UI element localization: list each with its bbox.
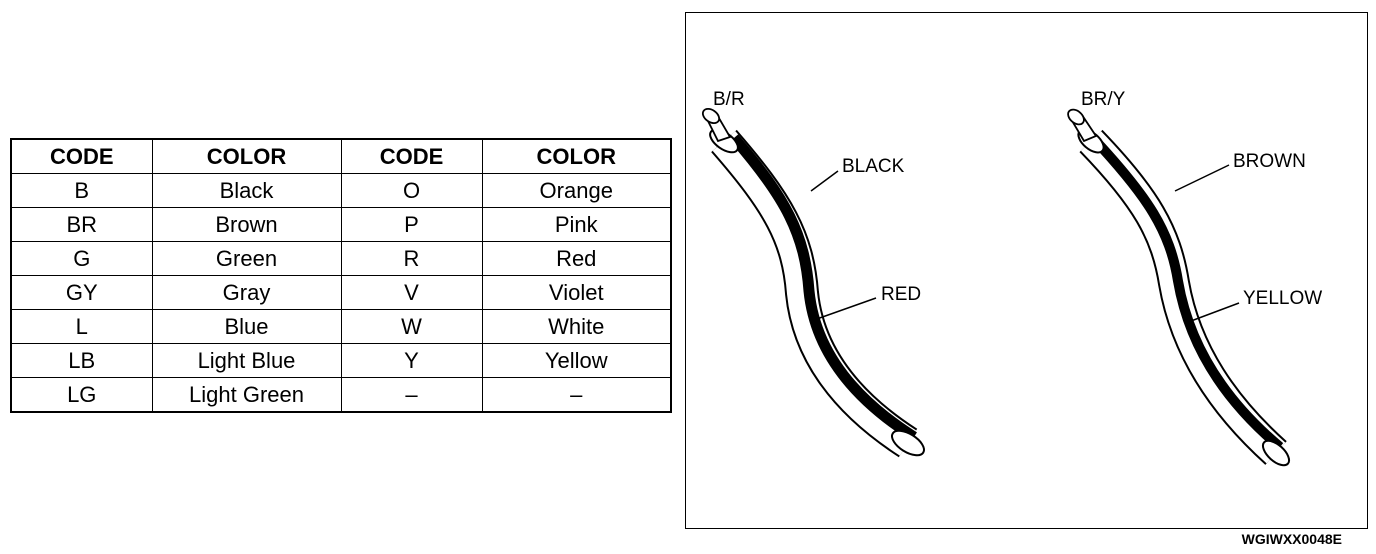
color-cell: White bbox=[481, 309, 672, 344]
color-cell: Pink bbox=[481, 207, 672, 242]
leader-red bbox=[813, 297, 877, 321]
leader-yellow bbox=[1190, 302, 1240, 322]
color-cell: – bbox=[481, 377, 672, 413]
header-code-1: CODE bbox=[10, 138, 153, 174]
color-cell: Red bbox=[481, 241, 672, 276]
code-cell: Y bbox=[340, 343, 483, 378]
code-cell: R bbox=[340, 241, 483, 276]
code-cell: LG bbox=[10, 377, 153, 413]
color-cell: Green bbox=[151, 241, 342, 276]
wire1-base-label: BLACK bbox=[842, 156, 905, 177]
code-cell: B bbox=[10, 173, 153, 208]
code-cell: LB bbox=[10, 343, 153, 378]
color-cell: Light Blue bbox=[151, 343, 342, 378]
table-row: LG Light Green – – bbox=[10, 377, 672, 413]
leader-black bbox=[810, 170, 839, 192]
leader-brown bbox=[1174, 164, 1230, 192]
figure-reference-id: WGIWXX0048E bbox=[1241, 531, 1342, 547]
wire-illustration: B/R BLACK RED BR/Y BROWN YELLOW bbox=[701, 89, 1322, 467]
table-row: LB Light Blue Y Yellow bbox=[10, 343, 672, 378]
code-cell: W bbox=[340, 309, 483, 344]
wire1-stripe-label: RED bbox=[881, 284, 921, 305]
wire-brown-yellow bbox=[1067, 108, 1291, 467]
header-code-2: CODE bbox=[340, 138, 483, 174]
color-cell: Orange bbox=[481, 173, 672, 208]
wire1-code-label: B/R bbox=[713, 89, 745, 110]
color-cell: Black bbox=[151, 173, 342, 208]
color-cell: Blue bbox=[151, 309, 342, 344]
header-color-1: COLOR bbox=[151, 138, 342, 174]
wire2-code-label: BR/Y bbox=[1081, 89, 1126, 110]
code-cell: BR bbox=[10, 207, 153, 242]
code-cell: O bbox=[340, 173, 483, 208]
code-cell: – bbox=[340, 377, 483, 413]
code-cell: L bbox=[10, 309, 153, 344]
table-header-row: CODE COLOR CODE COLOR bbox=[10, 138, 672, 174]
table-row: BR Brown P Pink bbox=[10, 207, 672, 242]
wire2-base-label: BROWN bbox=[1233, 151, 1306, 172]
wire-black-red bbox=[701, 107, 925, 458]
table-row: B Black O Orange bbox=[10, 173, 672, 208]
header-color-2: COLOR bbox=[481, 138, 672, 174]
table-row: GY Gray V Violet bbox=[10, 275, 672, 310]
code-cell: GY bbox=[10, 275, 153, 310]
wire-illustration-panel: B/R BLACK RED BR/Y BROWN YELLOW bbox=[685, 12, 1368, 529]
code-cell: P bbox=[340, 207, 483, 242]
table-row: L Blue W White bbox=[10, 309, 672, 344]
color-code-table: CODE COLOR CODE COLOR B Black O Orange B… bbox=[10, 138, 672, 413]
color-cell: Yellow bbox=[481, 343, 672, 378]
code-cell: G bbox=[10, 241, 153, 276]
table-row: G Green R Red bbox=[10, 241, 672, 276]
color-cell: Gray bbox=[151, 275, 342, 310]
wire2-stripe-label: YELLOW bbox=[1243, 288, 1322, 309]
color-cell: Violet bbox=[481, 275, 672, 310]
code-cell: V bbox=[340, 275, 483, 310]
color-cell: Brown bbox=[151, 207, 342, 242]
color-cell: Light Green bbox=[151, 377, 342, 413]
